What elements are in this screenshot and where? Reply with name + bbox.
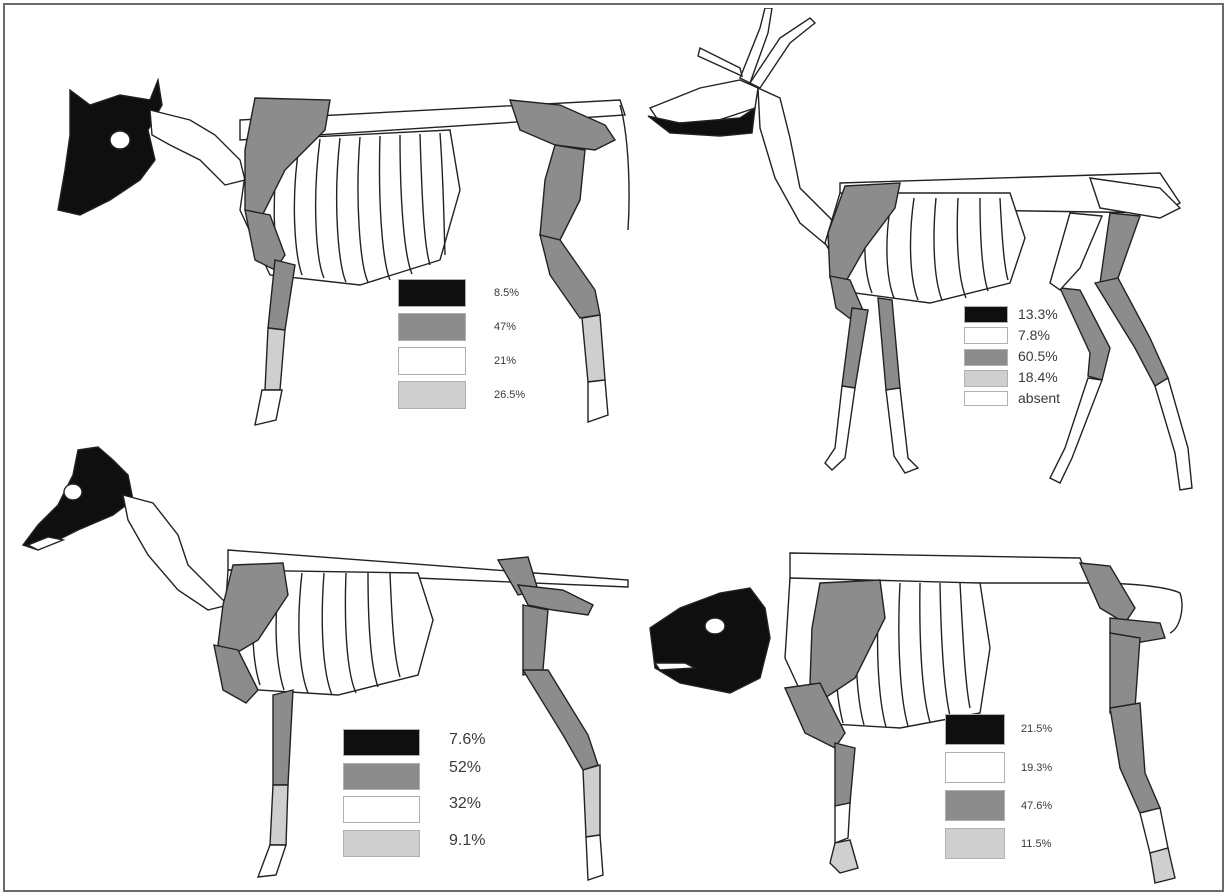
legend-deer: 13.3% 7.8% 60.5% 18.4% absent (964, 306, 1104, 406)
legend-label: 52% (449, 759, 481, 777)
legend-swatch (398, 279, 466, 307)
legend-swatch (343, 796, 420, 823)
pig-skeleton-icon (640, 538, 1220, 888)
legend-label: absent (1018, 390, 1060, 406)
legend-label: 47.6% (1021, 800, 1052, 812)
pig-pelvis (1080, 563, 1135, 623)
legend-label: 26.5% (494, 389, 525, 401)
legend-swatch (964, 349, 1008, 366)
legend-label: 32% (449, 795, 481, 813)
legend-label: 18.4% (1018, 369, 1058, 385)
legend-swatch (964, 391, 1008, 406)
legend-swatch (945, 790, 1005, 821)
deer-skeleton-icon (640, 8, 1200, 498)
legend-label: 19.3% (1021, 762, 1052, 774)
legend-label: 21% (494, 355, 516, 367)
legend-swatch (398, 313, 466, 341)
legend-label: 7.8% (1018, 327, 1050, 343)
legend-label: 7.6% (449, 731, 485, 749)
legend-swatch (945, 714, 1005, 745)
legend-swatch (964, 370, 1008, 387)
legend-swatch (945, 752, 1005, 783)
legend-swatch (398, 347, 466, 375)
legend-swatch (343, 729, 420, 756)
legend-swatch (343, 763, 420, 790)
legend-swatch (964, 327, 1008, 344)
cattle-skull (58, 80, 162, 215)
legend-cattle: 8.5% 47% 21% 26.5% (398, 279, 558, 424)
legend-label: 11.5% (1021, 838, 1051, 850)
sheep-goat-skeleton-icon (18, 445, 638, 885)
legend-pig: 21.5% 19.3% 47.6% 11.5% (945, 714, 1105, 859)
legend-swatch (945, 828, 1005, 859)
legend-swatch (964, 306, 1008, 323)
pig-skull (650, 588, 770, 693)
legend-swatch (398, 381, 466, 409)
legend-label: 13.3% (1018, 306, 1058, 322)
legend-swatch (343, 830, 420, 857)
legend-label: 47% (494, 321, 516, 333)
legend-sheep-goat: 7.6% 52% 32% 9.1% (343, 729, 523, 864)
legend-label: 21.5% (1021, 723, 1052, 735)
legend-label: 8.5% (494, 287, 519, 299)
legend-label: 60.5% (1018, 348, 1058, 364)
legend-label: 9.1% (449, 832, 485, 850)
